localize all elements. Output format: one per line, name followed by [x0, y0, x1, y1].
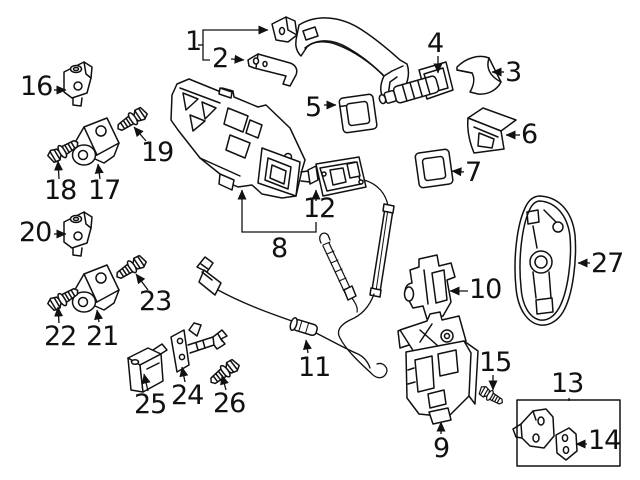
callout-label-4: 4	[427, 28, 444, 59]
callout-7-arrow	[451, 167, 465, 177]
callout-label-2: 2	[212, 43, 229, 74]
part-1-drawing	[271, 16, 410, 98]
callout-21-arrow	[94, 309, 104, 323]
part-19-drawing	[113, 104, 150, 136]
callout-label-27: 27	[591, 248, 624, 279]
callout-label-26: 26	[213, 388, 246, 419]
callout-17-arrow	[94, 163, 104, 180]
callout-2-arrow	[230, 54, 245, 64]
callout-label-9: 9	[433, 433, 450, 464]
callout-23-arrow	[135, 273, 149, 291]
part-3-drawing	[456, 55, 502, 95]
callout-label-16: 16	[20, 71, 53, 102]
callout-label-15: 15	[479, 347, 512, 378]
part-10-drawing	[403, 254, 456, 320]
part-12-drawing	[300, 156, 367, 197]
callout-label-10: 10	[469, 274, 502, 305]
part-2-drawing	[247, 53, 298, 87]
callout-label-5: 5	[305, 92, 322, 123]
part-27-drawing	[514, 195, 577, 326]
part-16-drawing	[63, 61, 93, 107]
callout-label-7: 7	[465, 157, 482, 188]
callout-label-17: 17	[88, 175, 121, 206]
part-23-drawing	[112, 252, 149, 284]
part-25-drawing	[127, 343, 168, 393]
callout-label-12: 12	[303, 193, 336, 224]
part-15-drawing	[476, 384, 506, 408]
part-6-drawing	[467, 107, 517, 154]
callout-label-21: 21	[86, 321, 119, 352]
callout-label-6: 6	[521, 119, 538, 150]
callout-label-8: 8	[271, 233, 288, 264]
callout-11-arrow	[302, 339, 312, 354]
part-17-drawing	[71, 117, 120, 166]
callout-24-arrow	[179, 366, 189, 383]
callout-label-25: 25	[134, 389, 167, 420]
part-11-drawing	[196, 232, 371, 369]
part-14-drawing	[512, 408, 578, 461]
part-21-drawing	[71, 264, 120, 313]
callout-label-19: 19	[141, 137, 174, 168]
part-9-drawing	[397, 311, 479, 425]
part-4-drawing	[378, 61, 454, 105]
callout-arrows	[54, 25, 590, 449]
callout-25-arrow	[141, 373, 151, 392]
callout-label-1: 1	[185, 26, 202, 57]
callout-8-bracket	[237, 189, 317, 233]
part-5-drawing	[338, 93, 378, 134]
part-20-drawing	[63, 211, 93, 257]
callout-label-24: 24	[171, 380, 204, 411]
part-7-drawing	[414, 148, 454, 189]
callout-label-11: 11	[298, 352, 331, 383]
part-24-drawing	[170, 322, 228, 373]
callout-label-23: 23	[139, 286, 172, 317]
lock-cable-drawing	[337, 179, 395, 379]
callout-label-14: 14	[588, 425, 621, 456]
part-8-drawing	[170, 78, 306, 199]
callout-label-22: 22	[44, 321, 77, 352]
callout-label-3: 3	[505, 57, 522, 88]
callout-26-arrow	[220, 374, 229, 391]
callout-18-arrow	[54, 160, 64, 180]
callout-22-arrow	[54, 306, 64, 324]
callout-label-20: 20	[19, 217, 52, 248]
callout-label-13: 13	[551, 368, 584, 399]
callout-label-18: 18	[44, 175, 77, 206]
callout-19-arrow	[133, 126, 147, 142]
